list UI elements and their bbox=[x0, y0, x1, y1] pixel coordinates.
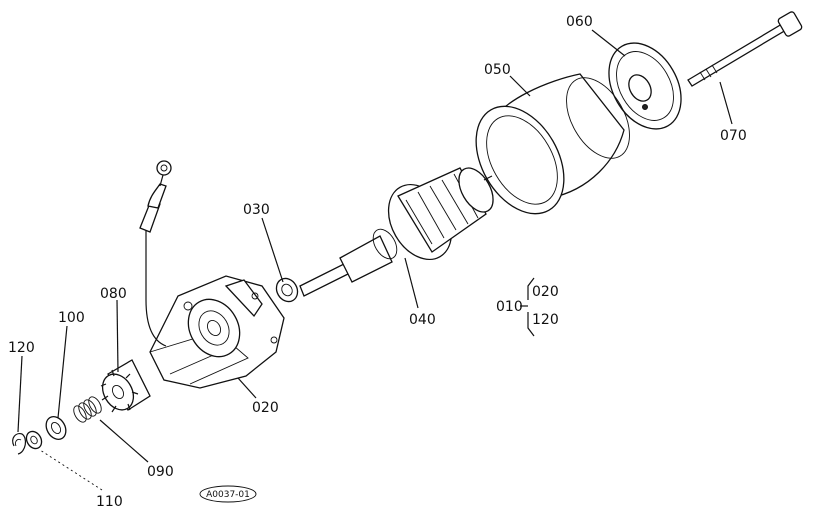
armature-040 bbox=[299, 167, 494, 297]
lead-wire bbox=[139, 160, 172, 347]
callout-100: 100 bbox=[58, 310, 85, 326]
callout-020-top: 020 bbox=[532, 284, 559, 300]
pinion-080 bbox=[100, 359, 151, 413]
callout-080: 080 bbox=[100, 286, 127, 302]
ring-110 bbox=[25, 430, 43, 450]
figure-code: A0037-01 bbox=[206, 490, 250, 500]
yoke-housing-050 bbox=[475, 73, 630, 215]
callout-090: 090 bbox=[147, 464, 174, 480]
stop-collar-100 bbox=[45, 416, 67, 440]
leader-lines bbox=[17, 29, 733, 491]
drive-housing-020 bbox=[149, 275, 285, 389]
callout-060: 060 bbox=[566, 14, 593, 30]
callout-030: 030 bbox=[243, 202, 270, 218]
end-cover-060 bbox=[608, 42, 682, 130]
spring-090 bbox=[73, 396, 102, 423]
snap-ring-120 bbox=[12, 433, 27, 455]
callout-010: 010 bbox=[496, 299, 523, 315]
callout-040: 040 bbox=[409, 312, 436, 328]
washer-030 bbox=[275, 277, 299, 303]
callout-labels: 060 050 070 030 020 010 120 040 080 100 … bbox=[8, 14, 747, 510]
callout-070: 070 bbox=[720, 128, 747, 144]
callout-020-sub: 020 bbox=[252, 400, 279, 416]
figure-code-stamp: A0037-01 bbox=[199, 485, 257, 503]
through-bolt-070 bbox=[687, 11, 803, 87]
callout-120-sub: 120 bbox=[532, 312, 559, 328]
callout-050: 050 bbox=[484, 62, 511, 78]
callout-120-left: 120 bbox=[8, 340, 35, 356]
callout-110: 110 bbox=[96, 494, 123, 510]
